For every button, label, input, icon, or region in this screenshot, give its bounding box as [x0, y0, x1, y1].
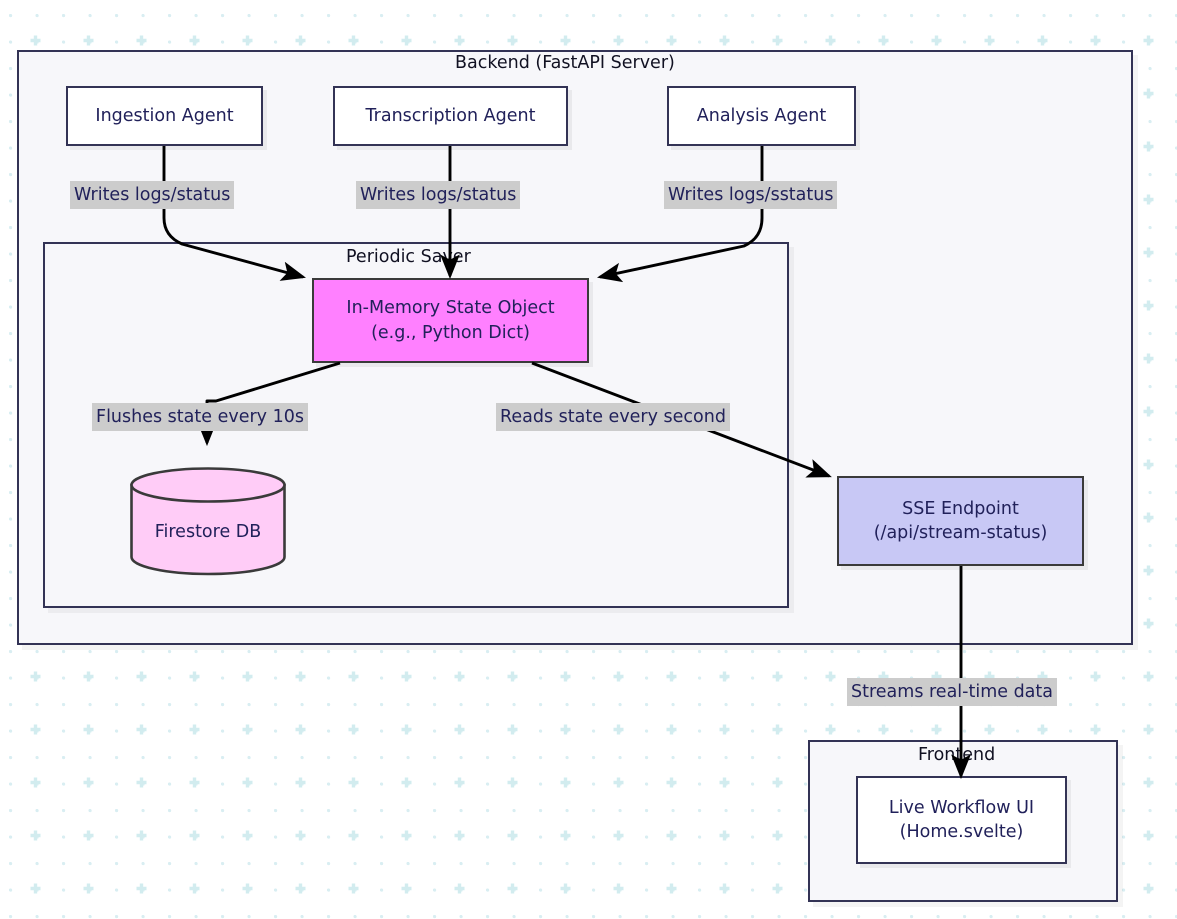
node-sse-endpoint-label-line1: SSE Endpoint [902, 498, 1019, 519]
edge-label-analysis-writes: Writes logs/sstatus [664, 181, 838, 210]
edge-label-reads-state: Reads state every second [496, 403, 730, 432]
node-live-workflow-ui-label-line2: (Home.svelte) [899, 822, 1024, 842]
edge-label-ingestion-writes: Writes logs/status [70, 181, 235, 210]
node-transcription-agent-label: Transcription Agent [365, 105, 536, 126]
node-ingestion-agent[interactable]: Ingestion Agent [66, 86, 263, 146]
node-transcription-agent[interactable]: Transcription Agent [333, 86, 568, 146]
node-live-workflow-ui[interactable]: Live Workflow UI (Home.svelte) [856, 776, 1067, 864]
frontend-container-title: Frontend [918, 745, 996, 765]
node-ingestion-agent-label: Ingestion Agent [95, 105, 234, 126]
node-state-label-line2: (e.g., Python Dict) [371, 322, 530, 343]
node-live-workflow-ui-label-line1: Live Workflow UI [888, 797, 1035, 818]
edge-label-transcription-writes: Writes logs/status [356, 181, 521, 210]
node-analysis-agent-label: Analysis Agent [696, 105, 827, 126]
node-in-memory-state-object[interactable]: In-Memory State Object (e.g., Python Dic… [312, 278, 589, 363]
node-sse-endpoint[interactable]: SSE Endpoint (/api/stream-status) [837, 476, 1084, 566]
node-state-label-line1: In-Memory State Object [346, 298, 555, 319]
edge-label-streams-data: Streams real-time data [847, 678, 1057, 707]
periodic-saver-container-title: Periodic Saver [346, 247, 471, 267]
cylinder-shape [130, 467, 286, 576]
node-sse-endpoint-label-line2: (/api/stream-status) [873, 523, 1048, 543]
backend-container-title: Backend (FastAPI Server) [455, 53, 675, 73]
edge-label-flushes-state: Flushes state every 10s [92, 403, 308, 432]
node-firestore-db[interactable]: Firestore DB [128, 466, 288, 576]
node-analysis-agent[interactable]: Analysis Agent [667, 86, 856, 146]
